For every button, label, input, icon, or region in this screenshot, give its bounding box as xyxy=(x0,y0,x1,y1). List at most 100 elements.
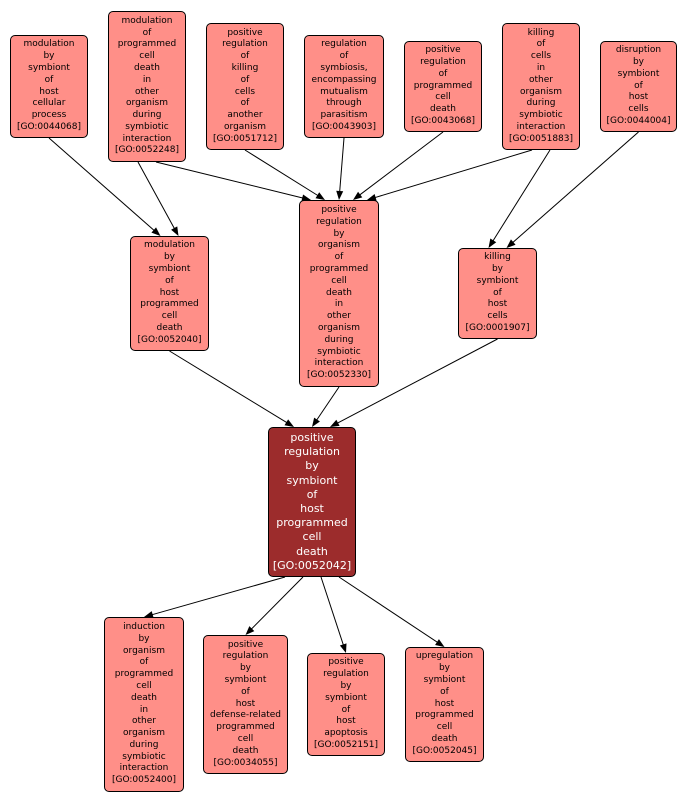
edge-n51712-to-n52330 xyxy=(244,149,325,200)
node-label-line: of xyxy=(240,98,250,109)
node-label-line: of xyxy=(438,68,448,79)
node-label-line: [GO:0052042] xyxy=(272,558,352,572)
edge-line xyxy=(250,576,304,630)
node-label-line: [GO:0034055] xyxy=(213,757,278,768)
node-label-line: cell xyxy=(136,680,152,691)
node-label-line: of xyxy=(240,51,250,62)
node-label-line: death xyxy=(431,733,458,744)
edge-line xyxy=(169,350,288,424)
node-label-line: by xyxy=(163,252,176,263)
node-label-line: of xyxy=(240,74,250,85)
node-label-line: regulation xyxy=(316,216,362,227)
node-label-line: symbiont xyxy=(617,68,660,79)
node-label-line: cell xyxy=(139,51,155,62)
node-label-line: of xyxy=(142,27,152,38)
node-label-line: of xyxy=(536,39,546,50)
node-label-line: host xyxy=(487,299,508,310)
node-label-line: by xyxy=(138,633,150,644)
node-label-line: cell xyxy=(161,311,178,322)
node-label-line: by xyxy=(333,228,345,239)
node-label-line: host xyxy=(300,502,324,515)
edge-line xyxy=(151,576,286,616)
node-label-line: during xyxy=(129,739,159,750)
node-label-line: cell xyxy=(436,722,453,733)
edge-arrowhead xyxy=(488,238,497,248)
node-label-line: host xyxy=(628,92,649,103)
node-label-line: upregulation xyxy=(415,651,474,662)
edge-n44068-to-n52040 xyxy=(48,137,161,236)
edge-arrowhead xyxy=(506,239,516,248)
node-label-line: of xyxy=(493,287,502,298)
edge-n43068-to-n52330 xyxy=(353,131,444,200)
node-label-line: of xyxy=(241,686,250,697)
node-label-line: interaction xyxy=(314,358,364,369)
node-label-line: interaction xyxy=(119,763,169,774)
node-label-line: regulation xyxy=(420,57,466,67)
node-label-line: organism xyxy=(123,645,165,656)
node-label-line: disruption xyxy=(615,45,662,56)
node-label-line: death xyxy=(156,322,183,333)
edge-n51883-to-n52330 xyxy=(367,149,533,201)
node-label-line: other xyxy=(132,716,156,727)
node-label-line: regulation xyxy=(321,39,367,50)
node-label-line: during xyxy=(526,98,556,109)
node-label-line: positive xyxy=(227,27,263,38)
node-label-line: symbiont xyxy=(423,675,466,685)
node-label-line: killing xyxy=(527,27,555,38)
edge-arrowhead xyxy=(339,643,347,653)
node-label-line: death xyxy=(326,287,352,298)
edge-arrowhead xyxy=(367,194,377,201)
node-label-line: process xyxy=(31,110,67,121)
node-label-line: positive xyxy=(290,430,334,444)
node-label-line: cell xyxy=(237,733,254,744)
node-label-line: symbiont xyxy=(325,692,367,703)
node-label-line: organism xyxy=(126,98,168,109)
node-label-line: apoptosis xyxy=(324,728,368,739)
node-label-line: of xyxy=(334,252,344,263)
node-label-line: positive xyxy=(328,657,364,668)
node-label-line: in xyxy=(139,704,149,715)
node-label-line: death xyxy=(296,544,328,558)
edge-line xyxy=(48,137,155,232)
edge-n52248-to-n52040 xyxy=(137,161,179,236)
edge-arrowhead xyxy=(301,194,311,202)
edge-line xyxy=(336,338,498,424)
node-label-line: organism xyxy=(520,86,562,97)
node-label-line: cells xyxy=(530,51,552,62)
node-label-line: symbiotic xyxy=(317,346,361,357)
edge-arrowhead xyxy=(284,419,294,427)
node-label-line: through xyxy=(326,98,362,109)
node-label-line: of xyxy=(634,80,643,91)
node-label-line: of xyxy=(339,51,349,62)
node-label-line: programmed xyxy=(114,669,174,680)
edge-arrowhead xyxy=(245,626,255,635)
node-label-line: programmed xyxy=(276,516,348,530)
edge-n52330-to-n52042 xyxy=(312,386,340,427)
node-label-line: induction xyxy=(123,621,165,632)
edge-arrowhead xyxy=(353,191,363,200)
node-label-line: symbiont xyxy=(224,675,267,685)
node-label-line: [GO:0051712] xyxy=(212,133,278,144)
node-label-line: cell xyxy=(435,92,451,103)
edge-line xyxy=(244,149,319,197)
node-label-line: [GO:0043068] xyxy=(410,115,476,126)
edge-n52042-to-n52400 xyxy=(144,576,286,618)
node-label-line: death xyxy=(232,745,259,756)
node-label-line: other xyxy=(529,74,553,85)
node-label-line: interaction xyxy=(122,133,172,144)
